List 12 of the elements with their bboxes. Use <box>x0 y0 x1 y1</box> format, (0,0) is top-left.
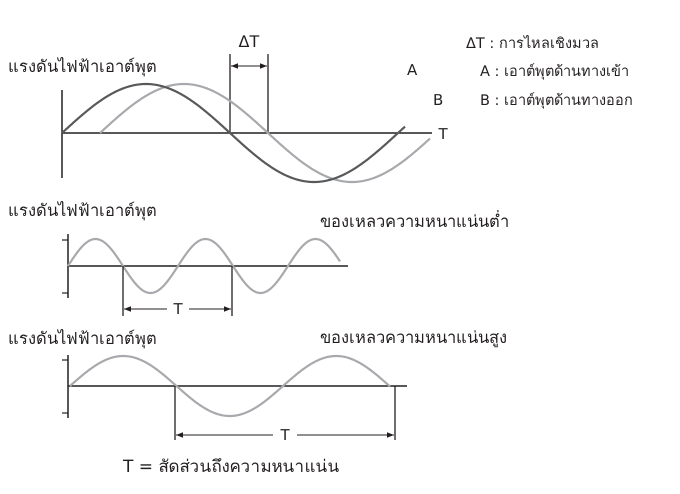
legend-entry: A : เอาต์พุตด้านทางเข้า <box>480 64 630 81</box>
legend-entry: ΔT : การไหลเชิงมวล <box>466 36 599 53</box>
curve-label: A <box>407 61 418 79</box>
axis-title: แรงดันไฟฟ้าเอาต์พุต <box>8 57 157 77</box>
chart-label: ของเหลวความหนาแน่นสูง <box>320 328 507 348</box>
axis-label: T <box>438 125 448 143</box>
curve-label: B <box>433 91 444 109</box>
axis-title: แรงดันไฟฟ้าเอาต์พุต <box>8 329 157 349</box>
chart-label: ของเหลวความหนาแน่นต่ำ <box>320 212 509 232</box>
formula-note: T = สัดส่วนถึงความหนาแน่น <box>123 457 340 478</box>
legend-entry: B : เอาต์พุตด้านทางออก <box>480 92 634 110</box>
axis-title: แรงดันไฟฟ้าเอาต์พุต <box>8 201 157 221</box>
